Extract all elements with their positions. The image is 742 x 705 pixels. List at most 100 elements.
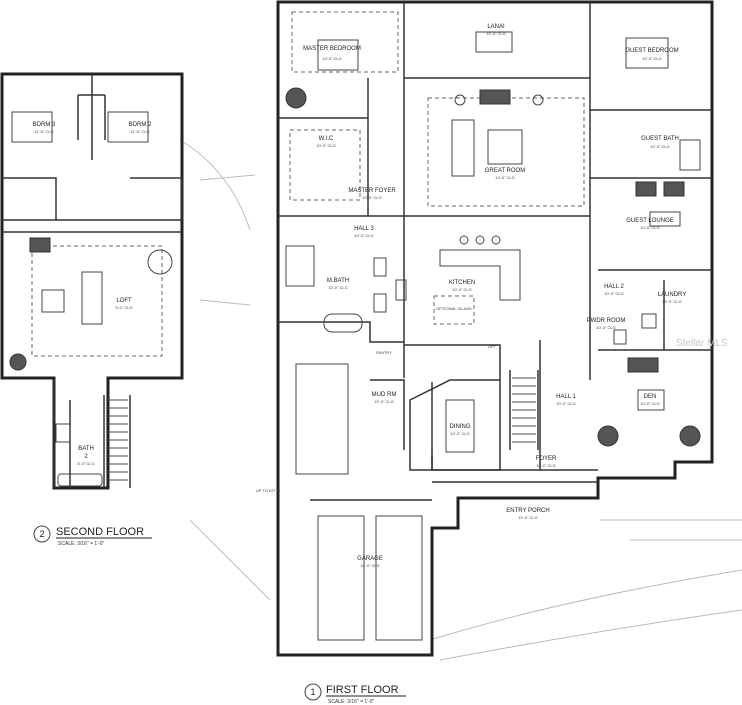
shower-icon xyxy=(285,245,315,287)
master-foyer-dim: 10'-0" CLG xyxy=(362,195,382,200)
kitchen-counter xyxy=(439,249,521,301)
entry-porch-label: ENTRY PORCH xyxy=(506,508,549,514)
garage-dim: 10'-0" CLG xyxy=(360,563,380,568)
pwdr-room-dim: 10'-0" CLG xyxy=(596,325,616,330)
foyer-label: FOYER xyxy=(536,456,557,462)
kitchen-label: KITCHEN xyxy=(449,280,475,286)
armchair-icon xyxy=(597,425,619,447)
mbath-label: M.BATH xyxy=(327,278,349,284)
bathtub-icon xyxy=(323,313,363,333)
armchair-icon xyxy=(627,357,659,373)
armchair-icon xyxy=(9,353,27,371)
den-label: DEN xyxy=(644,394,657,400)
master-bedroom-label: MASTER BEDROOM xyxy=(303,46,361,52)
lanai-dim: 10'-0" CLG xyxy=(486,31,506,36)
hall2-label: HALL 2 xyxy=(604,284,624,290)
guest-bedroom-dim: 10'-0" CLG xyxy=(642,56,662,61)
coffee-table-icon xyxy=(637,389,665,411)
stairs-first-floor xyxy=(509,370,539,450)
coffee-table-icon xyxy=(41,289,65,313)
armchair-icon xyxy=(285,87,307,109)
armchair-icon xyxy=(679,425,701,447)
hall3-dim: 10'-0" CLG xyxy=(354,233,374,238)
master-bedroom-dim: 14'-0" CLG xyxy=(322,56,342,61)
sofa-icon xyxy=(81,271,103,325)
bathtub-icon xyxy=(679,139,701,171)
garage-label: GARAGE xyxy=(357,556,383,562)
great-room-label: GREAT ROOM xyxy=(485,168,525,174)
second-floor-scale: SCALE: 3/16" = 1'-0" xyxy=(58,541,105,547)
guest-lounge-dim: 10'-0" CLG xyxy=(640,225,660,230)
wic-label: W.I.C xyxy=(319,136,334,142)
garage-storage xyxy=(295,363,349,475)
laundry-label: LAUNDRY xyxy=(658,292,687,298)
first-floor-number-circle xyxy=(304,683,322,701)
second-floor-number-circle xyxy=(33,525,51,543)
bed-icon xyxy=(11,111,53,143)
pantry-label: PANTRY xyxy=(376,350,392,355)
hall2-dim: 10'-0" CLG xyxy=(604,291,624,296)
round-table-icon xyxy=(147,249,173,275)
watermark: Stellar MLS xyxy=(676,338,728,349)
bed-icon xyxy=(317,39,359,71)
loft-label: LOFT xyxy=(116,298,132,304)
guest-bath-label: GUEST BATH xyxy=(641,136,679,142)
guest-lounge-label: GUEST LOUNGE xyxy=(626,218,674,224)
first-floor-scale: SCALE: 3/16" = 1'-0" xyxy=(328,699,375,705)
lanai-label: LANAI xyxy=(487,24,505,30)
bdrm3-dim: 11'-6" CLG xyxy=(34,129,53,134)
garage-parking-bay xyxy=(375,515,423,641)
hall3-label: HALL 3 xyxy=(354,226,374,232)
garage-parking-bay xyxy=(317,515,365,641)
stairs-second-floor xyxy=(106,399,128,481)
loft-dim: 9'-0" CLG xyxy=(115,305,132,310)
pwdr-room-label: PWDR ROOM xyxy=(587,318,626,324)
sofa-icon xyxy=(451,119,475,177)
bath2-num: 2 xyxy=(84,454,88,460)
stove-icon xyxy=(395,279,407,301)
dining-dim: 10'-0" CLG xyxy=(450,431,470,436)
coffee-table-icon xyxy=(649,211,681,227)
armchair-icon xyxy=(479,89,511,105)
dining-label: DINING xyxy=(450,424,471,430)
coffee-table-icon xyxy=(487,129,523,165)
hall1-dim: 10'-0" CLG xyxy=(556,401,576,406)
bed-icon xyxy=(625,37,669,69)
toilet-icon xyxy=(55,423,71,443)
dining-table-icon xyxy=(445,399,475,453)
entry-porch-dim: 10'-0" CLG xyxy=(518,515,538,520)
great-room-dim: 14'-0" CLG xyxy=(495,175,515,180)
guest-bath-dim: 10'-0" CLG xyxy=(650,144,670,149)
guest-bedroom-label: GUEST BEDROOM xyxy=(625,48,678,54)
first-floor-plan: MASTER BEDROOM 14'-0" CLG LANAI 10'-0" C… xyxy=(256,0,714,705)
wic-dim: 10'-0" CLG xyxy=(316,143,336,148)
opt-note: OPT xyxy=(488,344,497,349)
attic-note: UP TO ATTIC xyxy=(256,488,280,493)
laundry-dim: 10'-0" CLG xyxy=(662,299,682,304)
master-foyer-label: MASTER FOYER xyxy=(348,188,396,194)
optional-island-label: OPTIONAL ISLAND xyxy=(436,306,472,311)
second-floor-title: SECOND FLOOR xyxy=(56,526,144,538)
bath2-label: BATH xyxy=(78,446,94,452)
mbath-dim: 10'-0" CLG xyxy=(328,285,348,290)
bathtub-icon xyxy=(57,473,103,487)
armchair-icon xyxy=(663,181,685,197)
background-sketch-lines xyxy=(179,139,742,661)
bdrm2-dim: 11'-6" CLG xyxy=(130,129,149,134)
mud-rm-label: MUD RM xyxy=(372,392,397,398)
armchair-icon xyxy=(635,181,657,197)
second-floor-plan: BDRM 3 11'-6" CLG BDRM 2 11'-6" CLG LOFT… xyxy=(0,72,184,547)
second-floor-number: 2 xyxy=(39,529,44,539)
first-floor-title: FIRST FLOOR xyxy=(326,684,399,696)
bdrm3-label: BDRM 3 xyxy=(33,122,56,128)
toilet-icon xyxy=(613,329,627,345)
mud-rm-dim: 10'-0" CLG xyxy=(374,399,394,404)
hall1-label: HALL 1 xyxy=(556,394,576,400)
bed-icon xyxy=(107,111,149,143)
first-floor-number: 1 xyxy=(310,687,315,697)
den-dim: 10'-0" CLG xyxy=(640,401,660,406)
bdrm2-label: BDRM 2 xyxy=(129,122,152,128)
kitchen-dim: 10'-0" CLG xyxy=(452,287,472,292)
dining-table-icon xyxy=(475,31,513,53)
